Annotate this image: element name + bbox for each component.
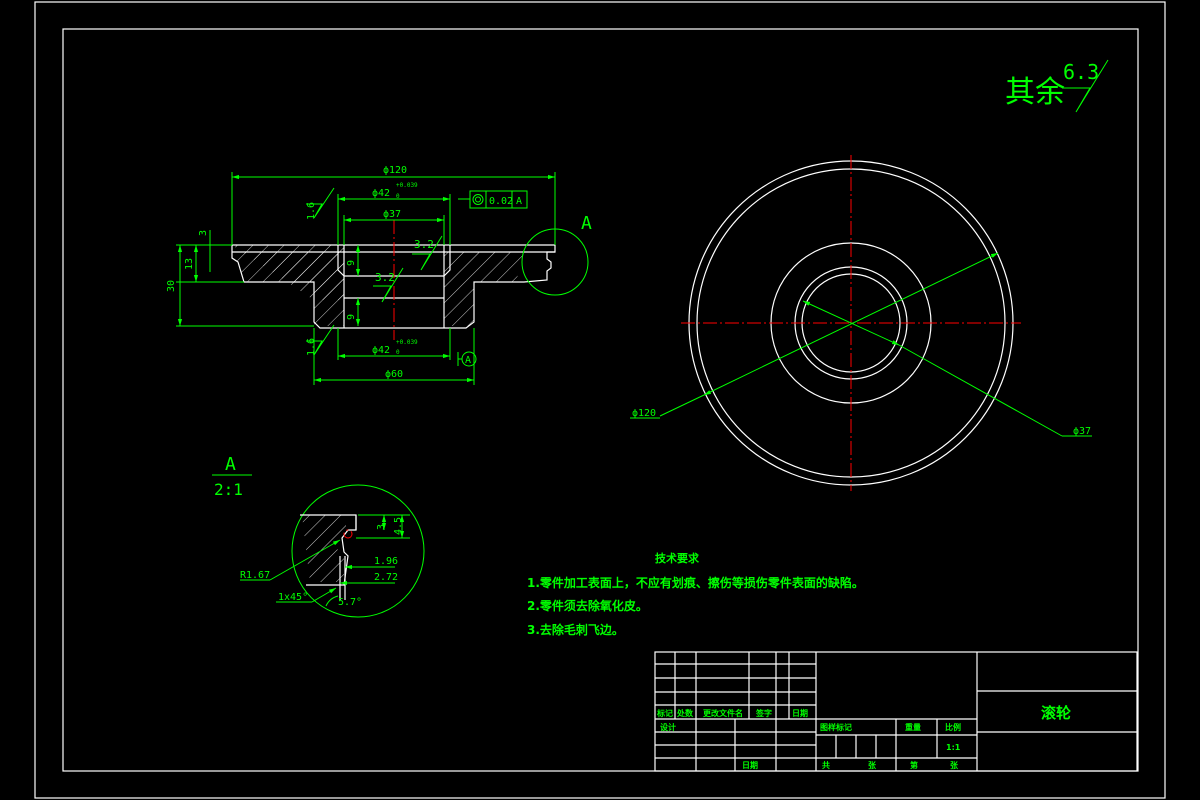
geo-tolerance-frame: 0.02 A [458, 190, 528, 209]
svg-text:图样标记: 图样标记 [820, 722, 852, 732]
svg-text:签字: 签字 [755, 708, 772, 718]
plan-d37-label: ϕ37 [1073, 426, 1091, 437]
svg-text:A: A [465, 355, 471, 366]
plan-d120-label: ϕ120 [632, 408, 656, 419]
dim-d60: ϕ60 [385, 369, 403, 380]
note-3: 3.去除毛刺飞边。 [527, 622, 624, 637]
detail-angle: 5.7° [338, 597, 362, 608]
dim-d42-top-tol: +0.039 [396, 182, 418, 189]
svg-text:更改文件名: 更改文件名 [703, 708, 743, 718]
svg-text:比例: 比例 [945, 722, 961, 732]
svg-text:1.6: 1.6 [306, 202, 317, 220]
detail-title: A [225, 454, 236, 475]
section-view: ϕ120 ϕ42 +0.039 0 ϕ37 ϕ60 ϕ42 +0.039 0 3… [166, 165, 592, 385]
roughness-value: 6.3 [1063, 60, 1099, 84]
svg-text:日期: 日期 [792, 708, 808, 718]
svg-text:日期: 日期 [742, 760, 758, 770]
svg-text:3.2: 3.2 [414, 238, 434, 251]
roughness-mark-1 [306, 187, 335, 219]
svg-text:1.6: 1.6 [306, 338, 317, 356]
svg-text:0.02: 0.02 [489, 196, 513, 207]
concentricity-icon [472, 194, 484, 205]
svg-text:共: 共 [822, 760, 830, 770]
dim-h3: 3 [198, 230, 209, 236]
dim-d120: ϕ120 [383, 165, 407, 176]
svg-text:标记: 标记 [656, 708, 673, 718]
svg-text:0: 0 [396, 193, 400, 200]
dim-d42-bot: ϕ42 [372, 345, 390, 356]
svg-text:+0.039: +0.039 [396, 339, 418, 346]
svg-text:0: 0 [396, 349, 400, 356]
roughness-note: 其余 6.3 [1005, 59, 1109, 113]
dim-d37: ϕ37 [383, 209, 401, 220]
note-2: 2.零件须去除氧化皮。 [527, 598, 648, 613]
section-outline [231, 244, 556, 329]
svg-text:4.5: 4.5 [393, 517, 404, 535]
dim-h13: 13 [184, 258, 195, 270]
svg-text:2.72: 2.72 [374, 572, 398, 583]
plan-view: ϕ120 ϕ37 [630, 155, 1092, 491]
part-name: 滚轮 [1041, 704, 1071, 722]
dim-h9b: 9 [346, 314, 357, 320]
svg-text:第: 第 [910, 760, 918, 770]
dim-h9a: 9 [346, 260, 357, 266]
detail-chamfer: 1x45° [278, 592, 308, 603]
svg-text:3.2: 3.2 [375, 271, 395, 284]
inner-frame [62, 28, 1139, 772]
outer-frame [34, 1, 1166, 799]
detail-callout-label: A [581, 213, 592, 234]
roughness-mark-3 [412, 235, 443, 271]
title-block: 标记 处数 更改文件名 签字 日期 设计 日期 图样标记 重量 比例 1:1 共… [654, 651, 1138, 772]
svg-text:处数: 处数 [676, 708, 694, 718]
note-1: 1.零件加工表面上，不应有划痕、擦伤等损伤零件表面的缺陷。 [527, 575, 864, 590]
svg-text:张: 张 [868, 761, 877, 770]
svg-text:重量: 重量 [905, 722, 921, 732]
detail-view: A 2:1 3 4.5 1.96 2.72 R1.67 1x45° 5.7° [212, 454, 425, 618]
svg-text:A: A [516, 196, 522, 207]
svg-text:1.96: 1.96 [374, 556, 398, 567]
roughness-label: 其余 [1005, 75, 1065, 110]
roughness-mark-2 [306, 324, 335, 356]
roughness-symbol [1062, 59, 1109, 113]
datum-symbol: A [457, 351, 477, 367]
technical-notes: 技术要求 1.零件加工表面上，不应有划痕、擦伤等损伤零件表面的缺陷。 2.零件须… [527, 551, 864, 637]
detail-scale: 2:1 [214, 480, 243, 499]
svg-text:1:1: 1:1 [946, 743, 961, 752]
leader-d37 [802, 300, 900, 346]
dim-d42-top: ϕ42 [372, 188, 390, 199]
svg-text:3: 3 [376, 524, 387, 530]
svg-text:设计: 设计 [660, 722, 676, 732]
detail-circle [291, 484, 425, 618]
svg-text:张: 张 [950, 761, 959, 770]
dim-h30: 30 [166, 280, 177, 292]
detail-radius: R1.67 [240, 570, 270, 581]
notes-title: 技术要求 [655, 551, 700, 565]
detail-callout-circle [521, 228, 589, 296]
roughness-mark-4 [373, 267, 404, 303]
